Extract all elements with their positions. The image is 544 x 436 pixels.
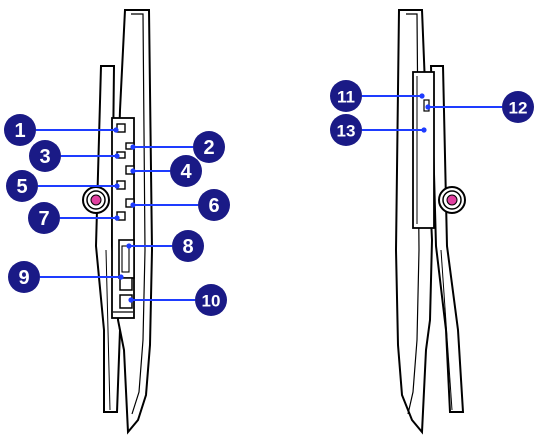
callout-badge-3: 3: [29, 140, 61, 172]
callout-number: 3: [39, 146, 50, 168]
usb-port-upper: [119, 277, 133, 291]
callout-badge-10: 10: [195, 284, 227, 316]
callout-badge-12: 12: [502, 91, 534, 123]
left-hinge: [82, 186, 110, 214]
leader-dot-12: [425, 104, 431, 110]
callout-badge-1: 1: [4, 114, 36, 146]
leader-dot-11: [419, 93, 425, 99]
leader-lines: [36, 93, 502, 303]
leader-dot-9: [118, 274, 124, 280]
callout-circle: [6, 170, 38, 202]
callout-number: 9: [18, 267, 29, 289]
callout-badge-9: 9: [8, 261, 40, 293]
callout-number: 1: [14, 120, 25, 142]
callout-circle: [4, 114, 36, 146]
callout-number: 11: [337, 88, 355, 107]
callout-circle: [193, 131, 225, 163]
callout-number: 12: [509, 99, 528, 118]
callout-number: 10: [202, 292, 221, 311]
callout-circle: [198, 189, 230, 221]
callout-badge-13: 13: [330, 114, 362, 146]
left-side-view: [82, 9, 154, 435]
hinge-accent-icon: [446, 194, 458, 206]
callout-circle: [28, 202, 60, 234]
leader-dot-5: [114, 183, 120, 189]
leader-dot-7: [114, 215, 120, 221]
hinge-accent-icon: [90, 194, 102, 206]
callout-circle: [29, 140, 61, 172]
callout-badge-11: 11: [330, 80, 362, 112]
right-side-view: [394, 9, 466, 435]
callout-badge-2: 2: [193, 131, 225, 163]
callout-circle: [330, 114, 362, 146]
callout-circle: [172, 230, 204, 262]
leader-dot-6: [130, 202, 136, 208]
leader-dot-2: [130, 144, 136, 150]
callout-circle: [195, 284, 227, 316]
callout-badge-4: 4: [170, 155, 202, 187]
leader-dot-1: [113, 127, 119, 133]
leader-dot-13: [421, 127, 427, 133]
callout-number: 4: [180, 161, 192, 183]
callout-badge-5: 5: [6, 170, 38, 202]
callout-number: 13: [337, 122, 356, 141]
leader-dot-3: [114, 153, 120, 159]
callout-badge-6: 6: [198, 189, 230, 221]
right-stand-leg: [429, 65, 465, 413]
callout-badge-8: 8: [172, 230, 204, 262]
callout-circle: [502, 91, 534, 123]
leader-dot-8: [126, 243, 132, 249]
callout-circle: [8, 261, 40, 293]
callout-number: 6: [208, 195, 219, 217]
callout-number: 7: [38, 208, 49, 230]
leader-dot-4: [130, 168, 136, 174]
right-hinge: [438, 186, 466, 214]
callout-number: 2: [203, 137, 214, 159]
callout-badge-7: 7: [28, 202, 60, 234]
leader-dot-10: [128, 297, 134, 303]
callout-circle: [330, 80, 362, 112]
callout-circle: [170, 155, 202, 187]
callout-number: 5: [16, 176, 27, 198]
callout-number: 8: [182, 236, 193, 258]
